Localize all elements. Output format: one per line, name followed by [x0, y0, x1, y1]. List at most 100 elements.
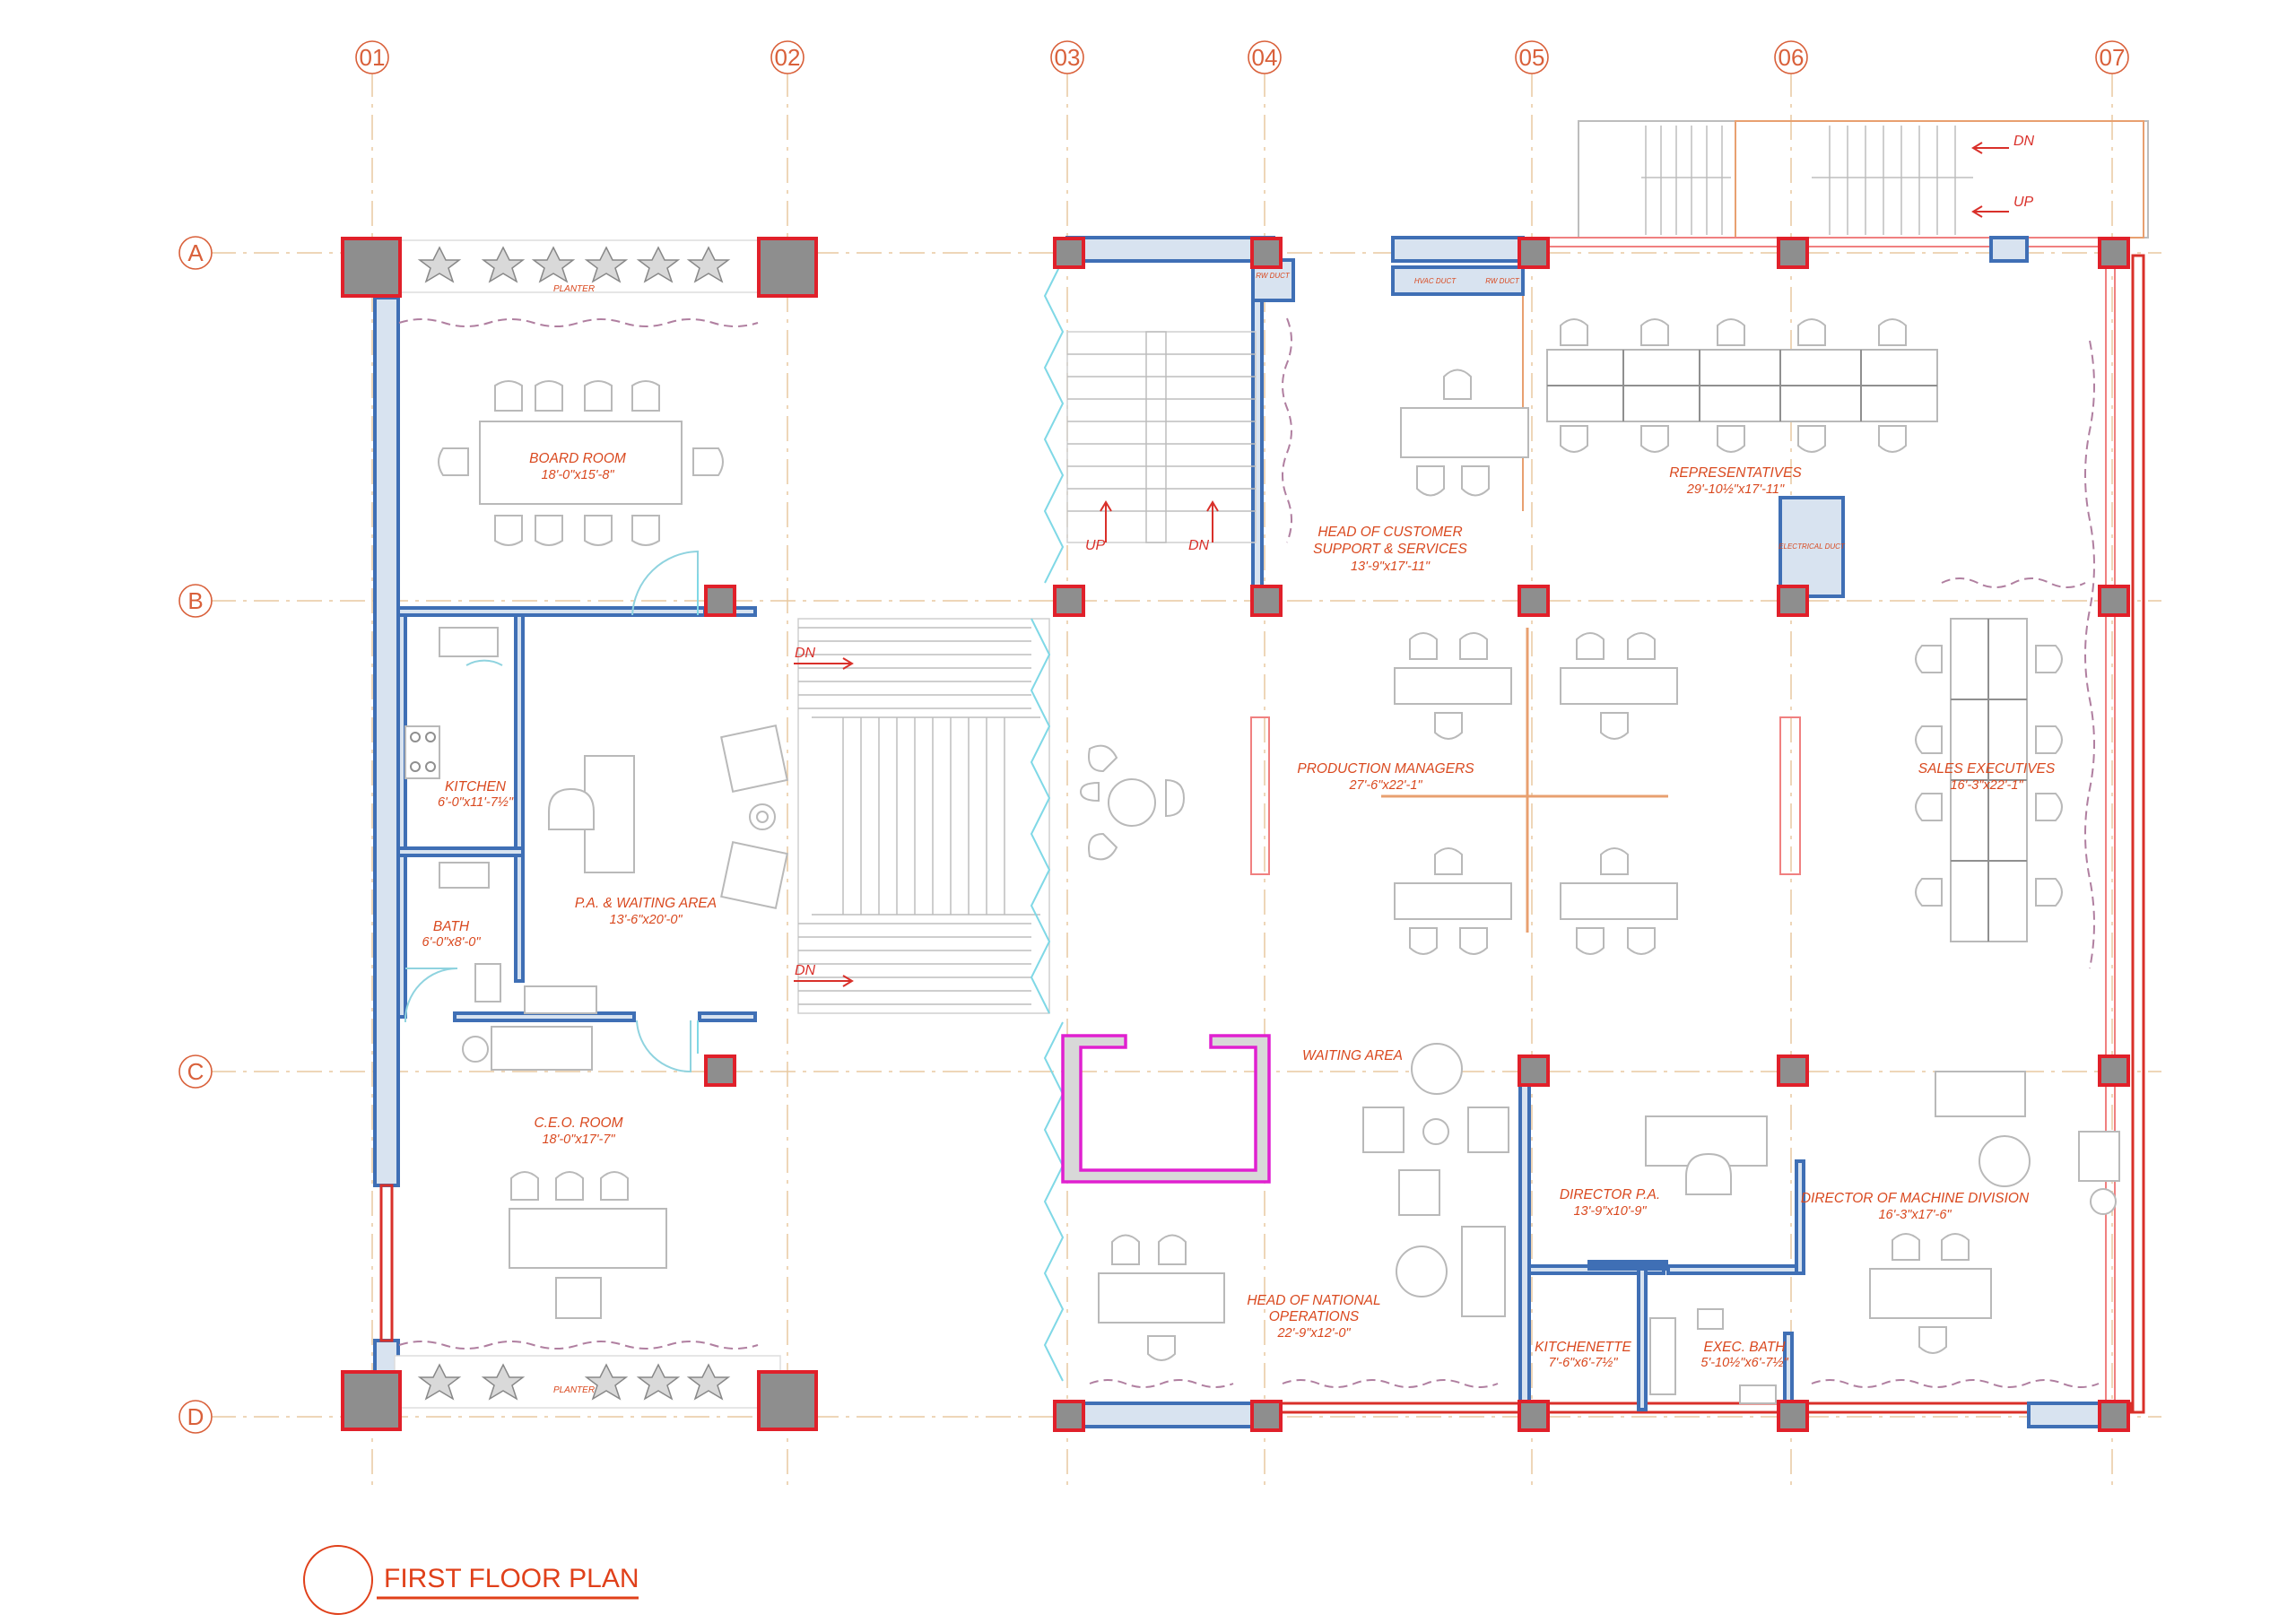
hvac-duct-label: HVAC DUCT	[1414, 277, 1457, 285]
workstation-dividers	[1547, 350, 1937, 421]
lounge-chair	[1165, 778, 1186, 818]
wall	[1518, 1065, 1531, 1410]
column	[1777, 1055, 1809, 1087]
counter	[1649, 1317, 1676, 1395]
sales-chairs	[1915, 645, 2063, 907]
room-dims-bath: 6'-0"x8'-0"	[422, 935, 482, 950]
column	[1518, 1400, 1550, 1432]
curtain	[1811, 1379, 2100, 1388]
column	[1518, 1055, 1550, 1087]
wall	[514, 854, 525, 983]
guest-chair	[1892, 1233, 1920, 1261]
column	[757, 237, 818, 298]
round-table	[1411, 1043, 1463, 1095]
wall	[396, 606, 707, 617]
guest-chair	[1111, 1234, 1140, 1265]
grid-bubble-C: C	[178, 1055, 213, 1089]
glass-facade	[1043, 1021, 1065, 1382]
wall	[373, 296, 400, 1187]
drawing-title: FIRST FLOOR PLAN	[303, 1545, 639, 1615]
column	[1518, 237, 1550, 269]
wall	[1637, 1264, 1648, 1411]
room-name-director-machine: DIRECTOR OF MACHINE DIVISION	[1801, 1191, 2030, 1206]
room-dims-kitchen: 6'-0"x11'-7½"	[438, 795, 514, 810]
guest-chair	[1461, 465, 1490, 497]
grid-bubble-04: 04	[1248, 40, 1282, 74]
structural-columns	[341, 237, 2130, 1432]
svg-text:07: 07	[2100, 44, 2126, 71]
desk-chair	[1685, 1152, 1732, 1195]
column	[1053, 585, 1085, 617]
round-table	[1108, 778, 1156, 827]
lift-core	[1061, 1034, 1271, 1184]
column	[1250, 585, 1283, 617]
window	[2105, 259, 2116, 1409]
room-name-production: PRODUCTION MANAGERS	[1297, 761, 1474, 777]
room-name-waiting: WAITING AREA	[1302, 1048, 1403, 1063]
lounge-chair	[1088, 744, 1118, 773]
workstation-chairs	[1560, 318, 1907, 453]
room-name-director-pa: DIRECTOR P.A.	[1560, 1187, 1660, 1202]
room-dims-head-customer: 13'-9"x17'-11"	[1351, 560, 1431, 574]
room-name-kitchenette: KITCHENETTE	[1535, 1340, 1631, 1355]
right-wing: DN UP RW DUCT HVAC DUCT RW DUCT ELECTRIC…	[1043, 120, 2149, 1428]
door-swing	[404, 968, 458, 1023]
sink	[439, 627, 499, 657]
room-name-bath: BATH	[433, 919, 470, 934]
window	[379, 1184, 394, 1342]
room-name2-head-customer: SUPPORT & SERVICES	[1313, 542, 1467, 557]
desk	[1560, 667, 1678, 705]
room-name2-head-national: OPERATIONS	[1269, 1309, 1360, 1324]
external-stair	[1641, 126, 1973, 235]
room-dims-production: 27'-6"x22'-1"	[1348, 778, 1422, 793]
dn-arrow-ext	[1971, 142, 2009, 154]
board-table	[479, 421, 683, 505]
room-name-kitchen: KITCHEN	[445, 779, 507, 794]
armchair	[2078, 1131, 2120, 1182]
partition	[1779, 716, 1801, 875]
svg-text:A: A	[187, 239, 204, 266]
sofa	[1935, 1071, 2026, 1117]
wall	[1065, 1402, 1275, 1428]
ceo-side-table	[462, 1036, 489, 1063]
column	[704, 1055, 736, 1087]
armchair	[1467, 1107, 1509, 1153]
grid-bubble-01: 01	[355, 40, 389, 74]
room-dims-pa-waiting: 13'-6"x20'-0"	[609, 913, 683, 927]
up-arrow-ext	[1971, 205, 2009, 218]
glass-facade	[1030, 618, 1051, 1014]
room-name-head-customer: HEAD OF CUSTOMER	[1318, 525, 1462, 540]
planter-plants	[417, 246, 731, 283]
room-dims-board-room: 18'-0"x15'-8"	[541, 468, 614, 482]
desk	[1400, 407, 1529, 458]
internal-stair	[1067, 331, 1256, 543]
svg-text:06: 06	[1779, 44, 1805, 71]
room-dims-kitchenette: 7'-6"x6'-7½"	[1548, 1356, 1618, 1370]
grid-lines	[211, 72, 2161, 1488]
grid-bubble-06: 06	[1774, 40, 1808, 74]
pa-chair	[548, 787, 595, 830]
column	[1777, 237, 1809, 269]
column	[1777, 1400, 1809, 1432]
guest-chair	[1416, 465, 1445, 497]
room-name-board-room: BOARD ROOM	[529, 451, 626, 466]
dn-label-int: DN	[1188, 538, 1210, 553]
dn-arrow-upper	[794, 657, 854, 670]
room-name-sales: SALES EXECUTIVES	[1918, 761, 2056, 777]
column	[757, 1370, 818, 1431]
dn-arrow-int	[1206, 500, 1219, 542]
desk-chair	[1147, 1335, 1176, 1361]
armchair	[720, 841, 788, 909]
ceo-guest-chair	[555, 1171, 584, 1201]
wall	[1666, 1264, 1805, 1275]
svg-text:05: 05	[1519, 44, 1545, 71]
svg-text:03: 03	[1055, 44, 1081, 71]
room-name-exec-bath: EXEC. BATH	[1703, 1340, 1786, 1355]
sideboard	[524, 985, 597, 1014]
up-arrow-int	[1100, 500, 1112, 542]
column	[1250, 1400, 1283, 1432]
curtain	[398, 1341, 759, 1350]
wash-basin	[1739, 1384, 1777, 1404]
armchair	[1362, 1107, 1405, 1153]
up-label-ext: UP	[2013, 195, 2034, 210]
